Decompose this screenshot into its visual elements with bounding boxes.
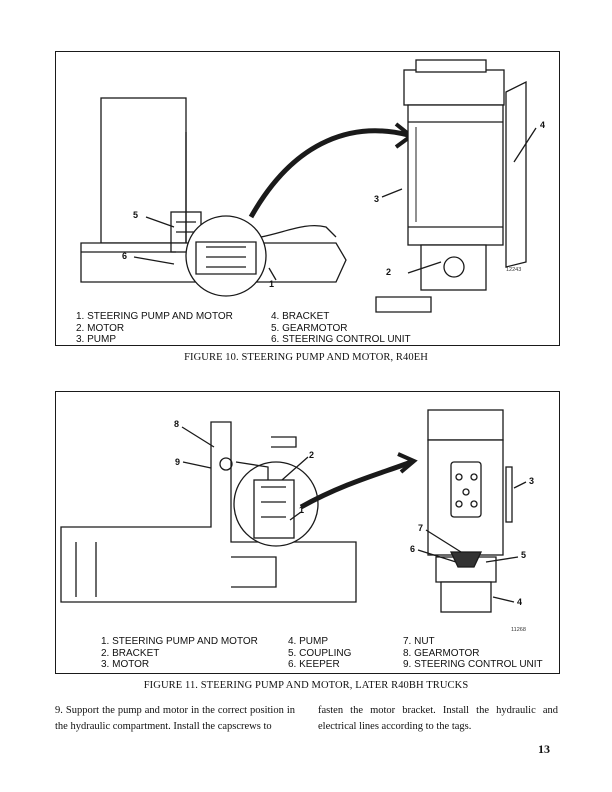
legend-item: 7. NUT: [403, 636, 435, 647]
legend-item: 5. GEARMOTOR: [271, 322, 348, 334]
legend-item: 1. STEERING PUMP AND MOTOR: [101, 636, 258, 647]
figure-10-caption: FIGURE 10. STEERING PUMP AND MOTOR, R40E…: [184, 352, 428, 363]
body-text-right-column: fasten the motor bracket. Install the hy…: [318, 705, 558, 732]
figure-11-frame: 8 9 2 1 3 7 6 5 4 11268 1. STEERING PUMP…: [55, 391, 560, 674]
legend-item: 4. BRACKET: [271, 311, 330, 322]
fig10-callout-2: 2: [386, 267, 391, 277]
legend-item: 3. MOTOR: [101, 659, 150, 670]
page-number: 13: [538, 742, 550, 756]
fig11-callout-9: 9: [175, 457, 180, 467]
legend-item: 8. GEARMOTOR: [403, 647, 480, 659]
legend-item: 2. MOTOR: [76, 322, 125, 334]
fig10-callout-1: 1: [269, 279, 274, 289]
fig11-legend-col2: 4. PUMP 5. COUPLING 6. KEEPER: [288, 636, 351, 671]
figure-10-frame: 5 6 1 3 2 4 12243 1. STEERING PUMP AND M…: [55, 51, 560, 346]
legend-item: 9. STEERING CONTROL UNIT: [403, 659, 543, 670]
fig11-callout-3: 3: [529, 476, 534, 486]
legend-item: 3. PUMP: [76, 334, 117, 345]
fig10-callout-6: 6: [122, 251, 127, 261]
legend-item: 1. STEERING PUMP AND MOTOR: [76, 311, 233, 322]
fig11-callout-8: 8: [174, 419, 179, 429]
fig10-legend-col2: 4. BRACKET 5. GEARMOTOR 6. STEERING CONT…: [271, 311, 411, 346]
fig11-callout-5: 5: [521, 550, 526, 560]
figure-11-illustration: 8 9 2 1 3 7 6 5 4 11268: [60, 409, 534, 633]
fig11-callout-6: 6: [410, 544, 415, 554]
fig11-callout-7: 7: [418, 523, 423, 533]
fig11-legend-col1: 1. STEERING PUMP AND MOTOR 2. BRACKET 3.…: [101, 636, 258, 671]
fig10-legend-col1: 1. STEERING PUMP AND MOTOR 2. MOTOR 3. P…: [76, 311, 233, 346]
figure-10-illustration: 5 6 1 3 2 4 12243: [80, 59, 545, 313]
legend-item: 6. KEEPER: [288, 659, 340, 670]
legend-item: 4. PUMP: [288, 636, 329, 647]
figure-11-caption: FIGURE 11. STEERING PUMP AND MOTOR, LATE…: [143, 680, 469, 691]
legend-item: 2. BRACKET: [101, 647, 160, 659]
body-text-left-column: 9. Support the pump and motor in the cor…: [55, 705, 295, 732]
fig11-callout-1: 1: [299, 505, 304, 515]
fig11-callout-2: 2: [309, 450, 314, 460]
legend-item: 6. STEERING CONTROL UNIT: [271, 334, 411, 345]
fig10-callout-3: 3: [374, 194, 379, 204]
fig11-drawing-number: 11268: [511, 627, 526, 633]
fig11-callout-4: 4: [517, 597, 522, 607]
fig10-drawing-number: 12243: [506, 267, 521, 273]
legend-item: 5. COUPLING: [288, 647, 352, 659]
fig10-callout-5: 5: [133, 210, 138, 220]
fig10-callout-4: 4: [540, 120, 545, 130]
fig11-legend-col3: 7. NUT 8. GEARMOTOR 9. STEERING CONTROL …: [403, 636, 543, 671]
